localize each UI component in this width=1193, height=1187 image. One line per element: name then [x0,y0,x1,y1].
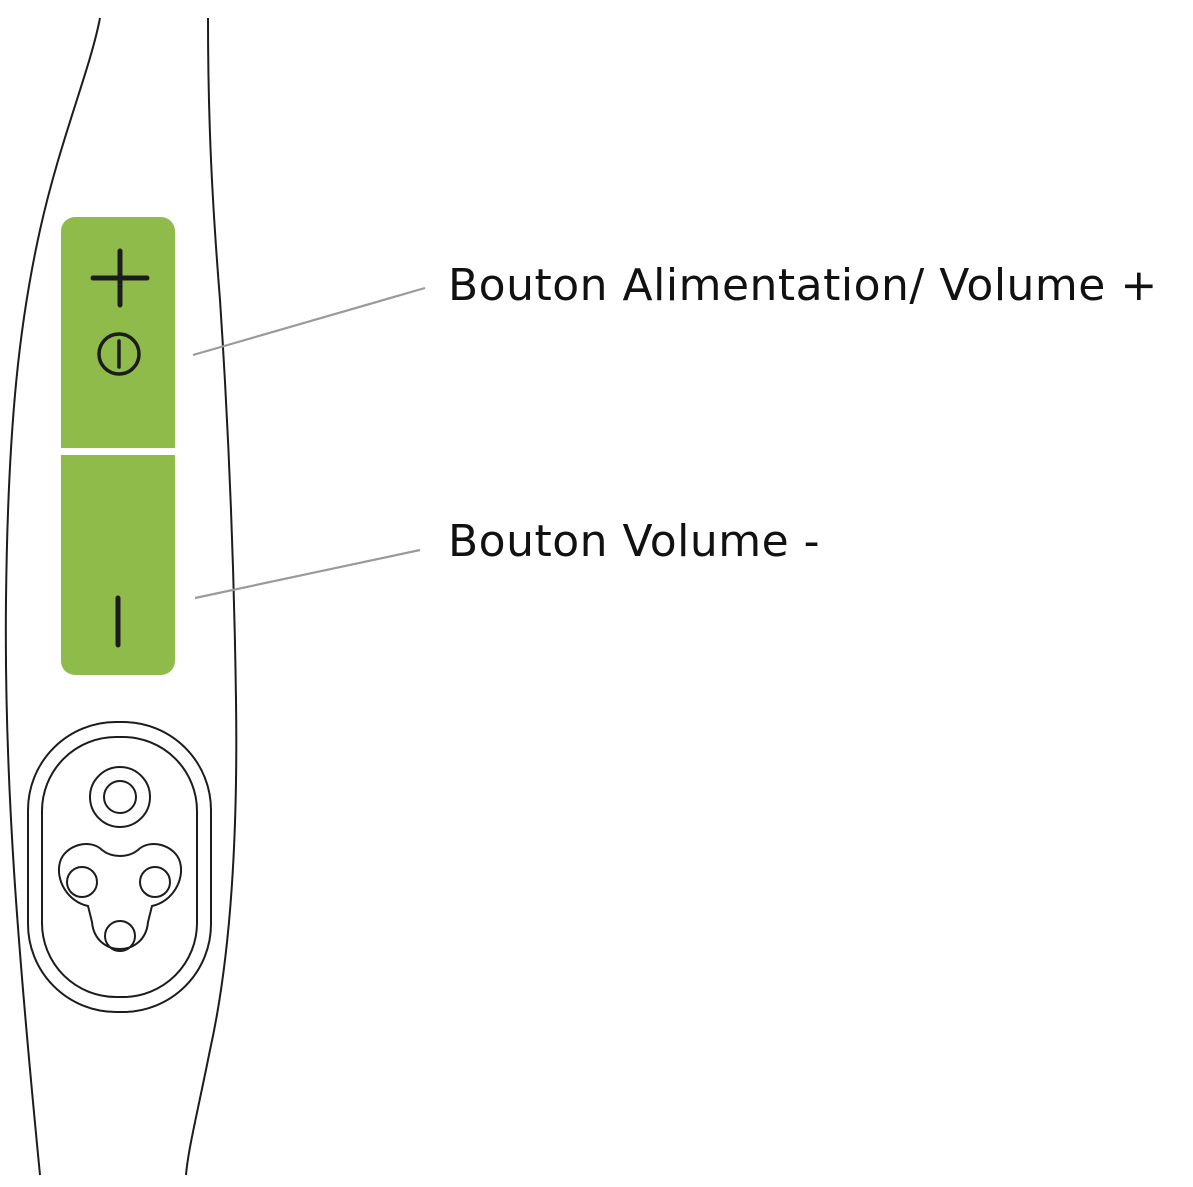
button-divider [61,448,175,455]
contact-top-outer [89,766,151,828]
contact-right [139,866,171,898]
contact-top-inner [103,780,137,814]
contact-bottom [104,920,136,952]
port-inner-frame [41,736,198,998]
leader-line-power [192,286,426,357]
power-icon [97,332,141,376]
charging-contacts-icon [27,721,212,1013]
arm-outline-right [185,17,238,1176]
volume-down-label: Bouton Volume - [448,516,821,567]
leader-line-volume-down [194,548,421,600]
contact-left [66,866,98,898]
green-button-panel [61,217,175,675]
plus-icon [90,248,150,308]
contact-cluster-outline [57,843,183,950]
arm-outline-left [4,17,101,1176]
port-outer-frame [27,721,212,1013]
power-volume-up-label: Bouton Alimentation/ Volume + [448,260,1158,311]
